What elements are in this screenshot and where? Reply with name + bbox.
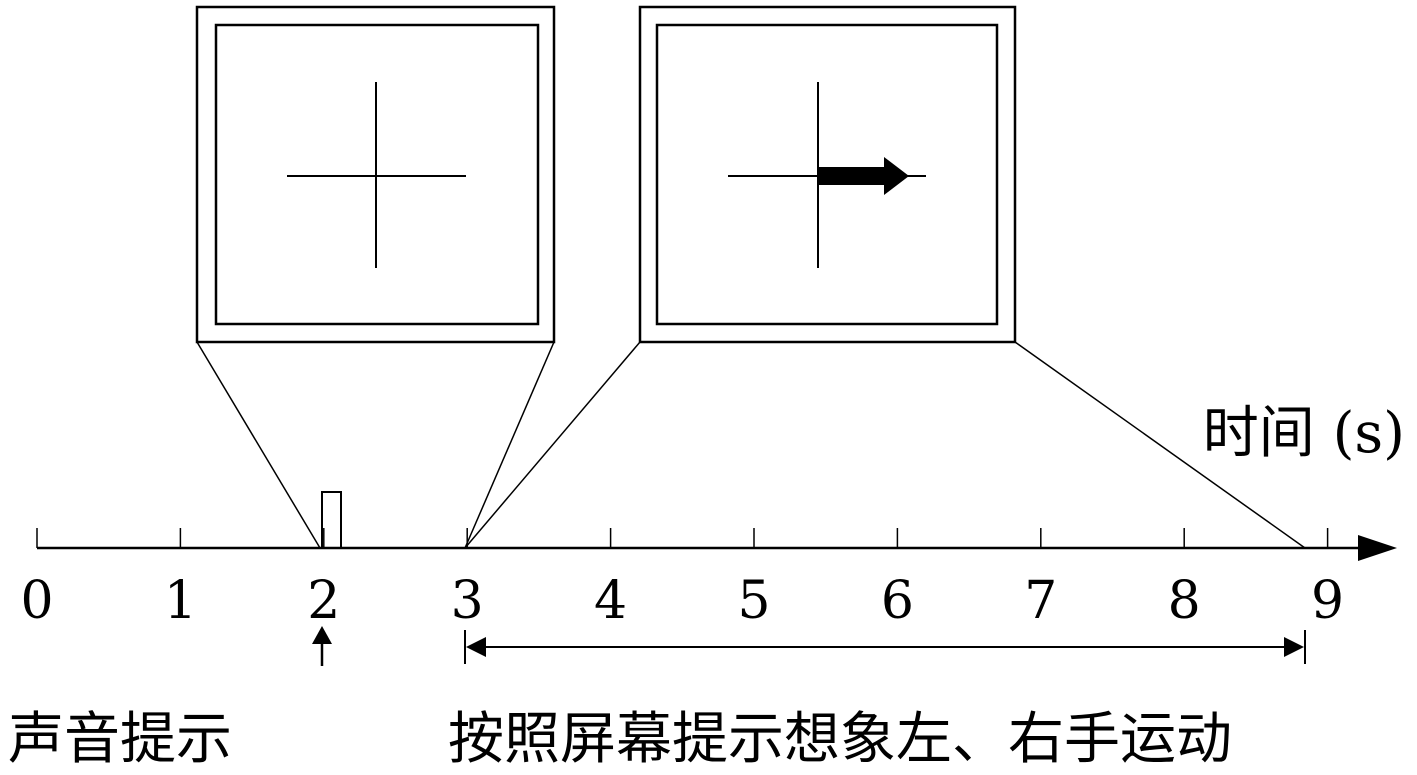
time-axis-tick-label-0: 0 xyxy=(20,571,53,631)
interval-left-arrowhead-icon xyxy=(466,637,486,657)
time-axis-tick-labels: 0 1 2 3 4 5 6 7 8 9 xyxy=(20,571,1344,631)
interval-right-arrowhead-icon xyxy=(1284,637,1304,657)
time-axis-tick-label-2: 2 xyxy=(307,571,340,631)
imagery-interval-arrow xyxy=(464,630,1306,664)
time-axis-ticks xyxy=(36,528,1329,548)
fixation-screen-inner-frame xyxy=(214,23,540,326)
time-axis-label: 时间 (s) xyxy=(1203,401,1405,466)
time-axis-tick-label-9: 9 xyxy=(1311,571,1344,631)
time-axis-tick-label-1: 1 xyxy=(164,571,197,631)
sound-cue-up-arrow-icon xyxy=(312,626,332,666)
fixation-connector-right xyxy=(464,341,555,549)
time-axis-tick-label-7: 7 xyxy=(1024,571,1057,631)
time-axis-tick-label-8: 8 xyxy=(1168,571,1201,631)
sound-cue-caption: 声音提示 xyxy=(8,707,232,772)
time-axis-arrowhead-icon xyxy=(1358,535,1397,561)
panel-connector-lines xyxy=(196,341,1306,549)
cue-connector-left xyxy=(464,341,641,549)
right-arrow-icon xyxy=(818,157,909,195)
sound-cue-pulse xyxy=(321,491,342,549)
cue-screen-panel xyxy=(638,5,1017,344)
imagery-task-caption: 按照屏幕提示想象左、右手运动 xyxy=(448,707,1232,772)
fixation-screen-panel xyxy=(195,5,556,344)
time-axis-tick-label-6: 6 xyxy=(881,571,914,631)
time-axis-tick-label-5: 5 xyxy=(737,571,770,631)
time-axis-tick-label-4: 4 xyxy=(594,571,627,631)
cue-connector-right xyxy=(1014,341,1306,549)
cue-screen-inner-frame xyxy=(655,23,999,326)
time-axis-tick-label-3: 3 xyxy=(451,571,484,631)
fixation-screen-outer-frame xyxy=(195,5,556,344)
cue-screen-outer-frame xyxy=(638,5,1017,344)
time-axis: 0 1 2 3 4 5 6 7 8 9 xyxy=(20,528,1397,631)
fixation-connector-left xyxy=(196,341,321,549)
